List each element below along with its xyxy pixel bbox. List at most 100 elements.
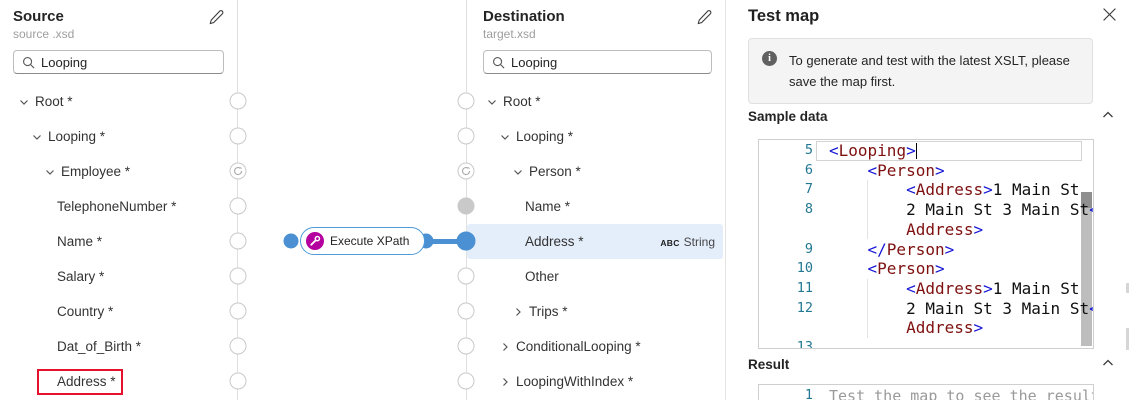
code-line: 12 2 Main St 3 Main St</ bbox=[759, 298, 1093, 319]
line-number: 9 bbox=[804, 240, 813, 257]
connection-handle[interactable] bbox=[229, 267, 247, 285]
connection-handle[interactable] bbox=[229, 92, 247, 110]
code-text: Address> bbox=[829, 318, 984, 338]
result-editor[interactable]: Test the map to see the result... 1 bbox=[758, 384, 1094, 400]
code-text: <Address>1 Main St bbox=[906, 180, 1080, 200]
indent-guide bbox=[867, 318, 868, 338]
info-message: To generate and test with the latest XSL… bbox=[789, 53, 1070, 89]
connection-handle[interactable] bbox=[229, 127, 247, 145]
connection-handle[interactable] bbox=[229, 232, 247, 250]
connection-handle[interactable] bbox=[229, 337, 247, 355]
line-number: 6 bbox=[804, 161, 813, 178]
collapse-result-icon[interactable] bbox=[1101, 356, 1115, 375]
destination-panel-title: Destination bbox=[483, 8, 565, 25]
tree-item-label: Salary * bbox=[57, 269, 105, 284]
result-label: Result bbox=[748, 357, 790, 372]
tree-item[interactable]: ConditionalLooping * bbox=[467, 329, 723, 364]
tree-item[interactable]: Name * bbox=[467, 189, 723, 224]
connection-line[interactable] bbox=[426, 239, 467, 244]
close-icon[interactable] bbox=[1102, 7, 1118, 23]
annotation-highlight-box bbox=[37, 369, 123, 395]
search-icon bbox=[23, 56, 35, 68]
tree-item[interactable]: Root * bbox=[0, 84, 235, 119]
tree-item[interactable]: LoopingWithIndex * bbox=[467, 364, 723, 399]
chevron-down-icon[interactable] bbox=[18, 96, 35, 108]
source-search-box bbox=[13, 50, 224, 74]
connection-handle[interactable] bbox=[457, 127, 475, 145]
connection-handle[interactable] bbox=[229, 302, 247, 320]
tree-item[interactable]: Looping * bbox=[0, 119, 235, 154]
code-line: 6 <Person> bbox=[759, 161, 1093, 181]
code-line: 1 bbox=[759, 386, 1093, 400]
chevron-right-icon[interactable] bbox=[499, 376, 516, 388]
tree-item[interactable]: Root * bbox=[467, 84, 723, 119]
code-line: Address> bbox=[759, 318, 1093, 338]
tree-item-label: Address * bbox=[525, 234, 584, 249]
chevron-right-icon[interactable] bbox=[512, 306, 529, 318]
chevron-right-icon[interactable] bbox=[499, 341, 516, 353]
source-search-input[interactable] bbox=[41, 54, 223, 70]
destination-search-input[interactable] bbox=[511, 54, 711, 70]
code-text: <Looping> bbox=[829, 141, 918, 160]
connection-handle[interactable] bbox=[457, 92, 475, 110]
search-icon bbox=[493, 56, 505, 68]
tree-item[interactable]: Address * bbox=[0, 364, 235, 399]
code-line: 5<Looping> bbox=[759, 141, 1093, 161]
connection-handle[interactable] bbox=[457, 337, 475, 355]
source-schema-filename: source .xsd bbox=[13, 27, 75, 41]
chevron-down-icon[interactable] bbox=[499, 131, 516, 143]
line-number: 11 bbox=[796, 279, 813, 296]
loop-connection-handle[interactable] bbox=[229, 162, 247, 180]
code-text: 2 Main St 3 Main St</ bbox=[829, 298, 1093, 318]
edit-destination-schema-icon[interactable] bbox=[696, 9, 712, 25]
function-node-execute-xpath[interactable]: Execute XPath bbox=[300, 227, 425, 255]
connection-handle[interactable] bbox=[457, 197, 475, 215]
code-line: 9 </Person> bbox=[759, 240, 1093, 260]
tree-item[interactable]: Country * bbox=[0, 294, 235, 329]
tree-item[interactable]: Looping * bbox=[467, 119, 723, 154]
line-number: 1 bbox=[804, 387, 813, 400]
tree-item-label: Looping * bbox=[48, 129, 106, 144]
connection-handle[interactable] bbox=[457, 267, 475, 285]
editor-scrollbar[interactable] bbox=[1081, 192, 1092, 346]
code-line: Address> bbox=[759, 219, 1093, 240]
tree-item-label: Root * bbox=[503, 94, 541, 109]
line-number: 12 bbox=[796, 299, 813, 316]
chevron-down-icon[interactable] bbox=[512, 166, 529, 178]
loop-connection-handle[interactable] bbox=[457, 162, 475, 180]
tree-item[interactable]: Salary * bbox=[0, 259, 235, 294]
tree-item[interactable]: Employee * bbox=[0, 154, 235, 189]
code-text: <Person> bbox=[867, 259, 945, 279]
current-line-highlight bbox=[816, 141, 1082, 161]
sample-data-label: Sample data bbox=[748, 109, 828, 124]
connection-handle[interactable] bbox=[229, 372, 247, 390]
chevron-down-icon[interactable] bbox=[486, 96, 503, 108]
tree-item[interactable]: TelephoneNumber * bbox=[0, 189, 235, 224]
tree-item-label: Address * bbox=[57, 374, 116, 389]
code-text: <Person> bbox=[867, 160, 945, 180]
tree-item[interactable]: Trips * bbox=[467, 294, 723, 329]
indent-guide bbox=[867, 200, 868, 220]
function-input-handle[interactable] bbox=[283, 233, 299, 249]
edit-source-schema-icon[interactable] bbox=[208, 9, 224, 25]
connection-handle[interactable] bbox=[457, 372, 475, 390]
tree-item[interactable]: Dat_of_Birth * bbox=[0, 329, 235, 364]
chevron-down-icon[interactable] bbox=[44, 166, 61, 178]
indent-guide bbox=[867, 278, 868, 299]
chevron-down-icon[interactable] bbox=[31, 131, 48, 143]
sample-data-editor[interactable]: 5<Looping>6 <Person>7 <Address>1 Main St… bbox=[758, 139, 1094, 349]
tree-item[interactable]: Other bbox=[467, 259, 723, 294]
tree-item-label: TelephoneNumber * bbox=[57, 199, 177, 214]
collapse-sample-icon[interactable] bbox=[1101, 108, 1115, 127]
tree-item[interactable]: Name * bbox=[0, 224, 235, 259]
function-icon bbox=[306, 232, 324, 250]
tree-item-label: Name * bbox=[525, 199, 571, 214]
connection-handle[interactable] bbox=[457, 302, 475, 320]
code-line: 8 2 Main St 3 Main St</ bbox=[759, 200, 1093, 220]
tree-item[interactable]: Person * bbox=[467, 154, 723, 189]
code-text: Address> bbox=[829, 219, 984, 239]
tree-item-label: LoopingWithIndex * bbox=[516, 374, 634, 389]
connection-handle[interactable] bbox=[229, 197, 247, 215]
